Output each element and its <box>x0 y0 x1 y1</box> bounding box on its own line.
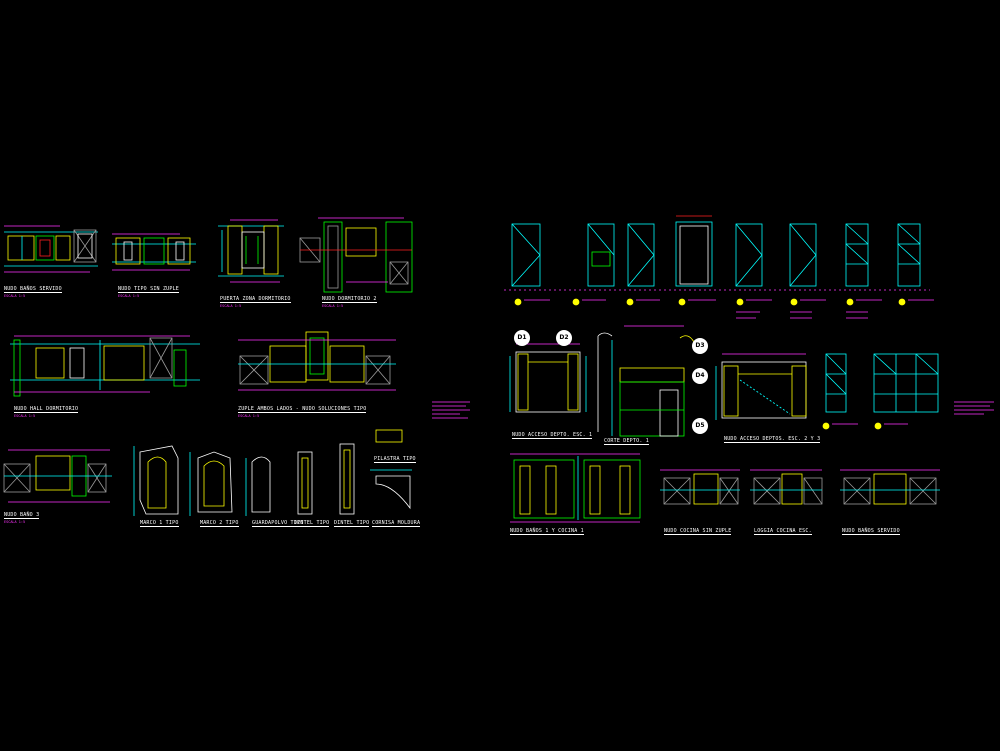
detail-puerta-zona-dormitorio <box>218 219 284 283</box>
detail-tag: D2 <box>556 330 572 346</box>
label-puerta-zona-dormitorio: PUERTA ZONA DORMITORIO <box>220 296 291 303</box>
scale-note: ESCALA 1:5 <box>14 414 36 418</box>
label-nudo-acceso-depto-1: NUDO ACCESO DEPTO. ESC. 1 <box>512 432 593 439</box>
door-legends-row <box>514 298 934 319</box>
label-nudo-acceso-deptos-2-3: NUDO ACCESO DEPTOS. ESC. 2 Y 3 <box>724 436 821 443</box>
label-dintel-tipo-b: DINTEL TIPO <box>334 520 370 527</box>
detail-tag: D1 <box>514 330 530 346</box>
detail-nudo-banos-servido <box>4 225 98 273</box>
detail-tag: D4 <box>692 368 708 384</box>
left-notes-block <box>432 401 470 419</box>
label-pilastra-tipo: PILASTRA TIPO <box>374 456 416 463</box>
detail-nudo-banos-servido-right <box>840 469 940 505</box>
window-elevations <box>822 353 994 430</box>
detail-nudo-banos-cocina-1 <box>510 453 641 523</box>
label-loggia-cocina: LOGGIA COCINA ESC. <box>754 528 812 535</box>
detail-nudo-bano-3 <box>3 449 112 503</box>
label-zuple-ambos-lados: ZUPLE AMBOS LADOS - NUDO SOLUCIONES TIPO <box>238 406 367 413</box>
detail-loggia-cocina <box>750 469 823 505</box>
label-nudo-hall-dormitorio: NUDO HALL DORMITORIO <box>14 406 79 413</box>
label-nudo-banos-servido: NUDO BAÑOS SERVIDO <box>4 286 62 293</box>
scale-note: ESCALA 1:5 <box>4 294 26 298</box>
label-marco-2-tipo: MARCO 2 TIPO <box>200 520 239 527</box>
scale-note: ESCALA 1:5 <box>4 520 26 524</box>
detail-nudo-tipo-sin-zuple <box>112 233 196 271</box>
door-elevations-row <box>504 215 930 291</box>
scale-note: ESCALA 1:5 <box>322 304 344 308</box>
label-nudo-banos-cocina-1: NUDO BAÑOS 1 Y COCINA 1 <box>510 528 584 535</box>
label-dintel-tipo-a: DINTEL TIPO <box>294 520 330 527</box>
label-cornisa-moldura: CORNISA MOLDURA <box>372 520 421 527</box>
detail-nudo-hall-dormitorio <box>10 335 200 397</box>
detail-nudo-acceso-deptos-2-3 <box>715 353 807 420</box>
label-corte-depto-1: CORTE DEPTO. 1 <box>604 438 649 445</box>
label-nudo-banos-servido-right: NUDO BAÑOS SERVIDO <box>842 528 900 535</box>
detail-nudo-dormitorio-2 <box>299 217 413 293</box>
left-sheet <box>3 217 470 516</box>
detail-corte-depto-1 <box>597 325 695 437</box>
label-nudo-bano-3: NUDO BAÑO 3 <box>4 512 40 519</box>
scale-note: ESCALA 1:5 <box>220 304 242 308</box>
detail-nudo-cocina-sin-zuple <box>660 469 740 505</box>
label-nudo-tipo-sin-zuple: NUDO TIPO SIN ZUPLE <box>118 286 179 293</box>
detail-profiles-row <box>133 429 412 516</box>
label-nudo-dormitorio-2: NUDO DORMITORIO 2 <box>322 296 377 303</box>
detail-nudo-acceso-depto-1 <box>509 343 587 413</box>
detail-tag: D5 <box>692 418 708 434</box>
scale-note: ESCALA 1:5 <box>118 294 140 298</box>
scale-note: ESCALA 1:5 <box>238 414 260 418</box>
label-marco-1-tipo: MARCO 1 TIPO <box>140 520 179 527</box>
label-guardapolvo-tipo: GUARDAPOLVO TIPO <box>252 520 304 527</box>
label-nudo-cocina-sin-zuple: NUDO COCINA SIN ZUPLE <box>664 528 732 535</box>
right-sheet <box>504 215 994 523</box>
detail-zuple-ambos-lados <box>238 331 396 391</box>
detail-tag: D3 <box>692 338 708 354</box>
